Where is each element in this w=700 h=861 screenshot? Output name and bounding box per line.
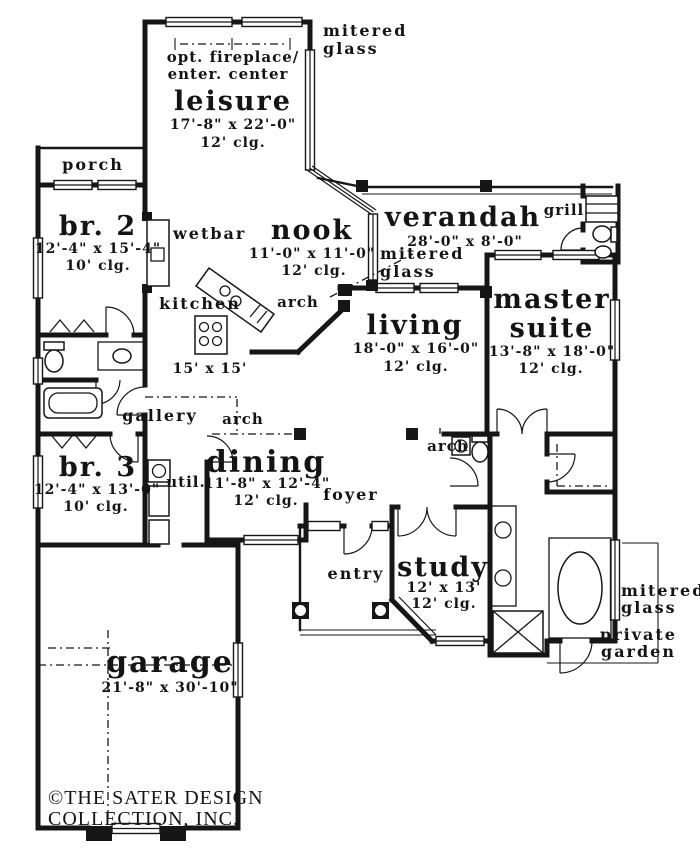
svg-text:11'-0" x 11'-0": 11'-0" x 11'-0" [249,246,375,262]
tub [43,387,103,419]
kitchen-fixtures [194,266,276,355]
wetbar-cabinet [146,219,170,287]
toilet-tank [610,226,618,243]
range [194,315,228,355]
util-label: util. [166,473,205,491]
interior-walls-left [35,285,148,548]
kitchen-dims: 15' x 15' [173,361,248,377]
svg-text:enter. center: enter. center [168,65,289,83]
toilet-tank [471,435,489,443]
svg-text:21'-8" x 30'-10": 21'-8" x 30'-10" [101,680,238,696]
arch-label-3: arch [427,437,469,455]
water-heater [148,519,170,545]
mitered-glass-label-mid: mitered [380,244,464,263]
dining-label: dining [206,445,326,480]
arch-label-2: arch [222,410,264,428]
copyright-line2: COLLECTION, INC. [48,808,239,830]
master-bath-fixtures [490,505,612,654]
verandah-edge [316,176,614,195]
br2-label: br. 2 [59,211,137,242]
living-label: living [367,310,464,341]
leisure-label: leisure [174,86,292,117]
dash-lines [38,38,608,818]
toilet [592,225,612,243]
vanity [490,505,517,607]
mitered-glass-label-bottom: mitered [621,581,700,600]
door-swings [95,227,593,674]
svg-text:garden: garden [601,642,676,661]
garage-label: garage [106,645,234,680]
dryer [148,485,170,517]
nook-label: nook [271,215,353,246]
wall-piers [86,212,492,841]
svg-text:glass: glass [323,39,379,58]
tub-alcove [548,537,612,639]
grill-bath-fixtures [585,195,619,259]
svg-text:28'-0" x 8'-0": 28'-0" x 8'-0" [407,234,523,250]
vanity-counter [97,341,146,371]
grill-counter [585,195,619,223]
sink [594,245,612,259]
svg-text:10' clg.: 10' clg. [63,499,128,515]
bifold-doors [49,318,97,450]
entry-columns [292,602,389,619]
arch-label-1: arch [277,293,319,311]
windows [32,16,621,835]
toilet [471,441,489,463]
svg-text:glass: glass [380,262,436,281]
svg-text:17'-8" x 22'-0": 17'-8" x 22'-0" [170,117,296,133]
living-north-wall-and-kitchen-counter [249,285,490,356]
gallery-label: gallery [122,406,198,425]
kitchen-label: kitchen [159,294,241,313]
master-suite-label: master [493,284,610,315]
svg-text:12' clg.: 12' clg. [411,596,476,612]
utility-fixtures [147,459,171,545]
br3-label: br. 3 [59,452,137,483]
svg-text:12'-4" x 15'-4": 12'-4" x 15'-4" [35,241,161,257]
sink [112,348,132,364]
svg-text:18'-0" x 16'-0": 18'-0" x 16'-0" [353,341,479,357]
private-garden-label: private [600,625,677,644]
svg-text:12' x 13': 12' x 13' [407,580,482,596]
svg-text:10' clg.: 10' clg. [65,258,130,274]
grill-label: grill [544,201,585,219]
text-labels: mitered glass opt. fireplace/ enter. cen… [34,21,700,830]
exterior-walls [35,19,313,831]
verandah-label: verandah [384,202,541,233]
opt-fireplace-label: opt. fireplace/ [167,48,300,66]
left-bath-fixtures [43,341,146,419]
tub [557,551,603,625]
wetbar-label: wetbar [172,224,246,243]
entry-label: entry [328,564,385,583]
svg-text:12' clg.: 12' clg. [233,493,298,509]
svg-text:12' clg.: 12' clg. [518,361,583,377]
porch-label: porch [62,155,124,174]
foyer-label: foyer [323,485,378,504]
toilet-tank [43,341,65,351]
svg-text:12' clg.: 12' clg. [200,135,265,151]
svg-text:suite: suite [510,313,595,344]
svg-text:12'-4" x 13'-0": 12'-4" x 13'-0" [34,482,160,498]
powder-bath-fixtures [451,435,489,463]
copyright-line1: ©THE SATER DESIGN [48,787,264,809]
private-garden-outline [547,542,659,664]
svg-text:12' clg.: 12' clg. [281,263,346,279]
svg-text:glass: glass [621,598,677,617]
study-label: study [397,552,489,583]
svg-text:12' clg.: 12' clg. [383,359,448,375]
mitered-glass-label-top: mitered [323,21,407,40]
toilet [44,349,64,373]
kitchen-island [194,266,276,334]
svg-text:13'-8" x 18'-0": 13'-8" x 18'-0" [489,344,615,360]
svg-text:11'-8" x 12'-4": 11'-8" x 12'-4" [204,476,330,492]
washer [147,459,171,483]
